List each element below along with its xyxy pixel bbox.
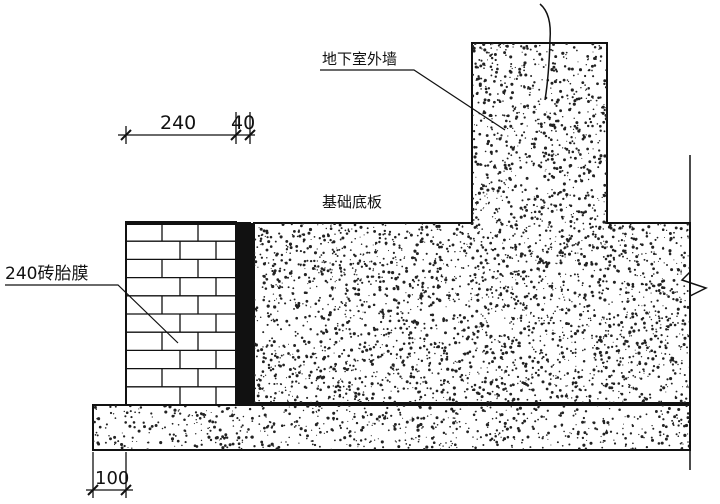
outer-wall-label: 地下室外墙 <box>322 50 397 68</box>
bottom-dimension <box>86 452 133 498</box>
cushion-overhang-dimension: 100 <box>95 468 129 489</box>
brick-membrane-leader <box>5 284 179 344</box>
brick-courses <box>126 223 236 405</box>
brick-membrane-label: 240砖胎膜 <box>5 264 88 284</box>
base-slab-label: 基础底板 <box>322 193 382 211</box>
concrete-slab-and-wall <box>253 42 691 404</box>
brick-membrane-wall <box>125 221 237 406</box>
cushion-texture <box>93 405 690 450</box>
wall-rebar-line <box>539 3 552 101</box>
top-dimension <box>118 112 256 144</box>
cushion-layer <box>92 404 691 451</box>
outer-wall-leader <box>320 69 506 131</box>
waterproof-layer <box>237 222 251 405</box>
break-line <box>680 155 708 470</box>
brick-width-dimension: 240 <box>160 112 196 134</box>
gap-width-dimension: 40 <box>231 112 255 134</box>
